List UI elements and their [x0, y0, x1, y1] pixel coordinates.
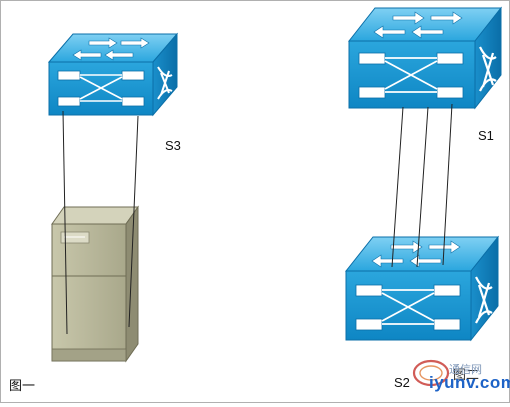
link-s1-s2-1	[391, 106, 404, 268]
link-s1-s2-3	[442, 103, 453, 266]
switch-s1	[347, 6, 503, 110]
watermark-en: iyunv.com	[429, 373, 510, 392]
switch-s2	[344, 235, 500, 342]
links	[62, 103, 453, 335]
label-figure-2: 图二	[453, 368, 480, 383]
label-s3: S3	[165, 138, 181, 153]
link-s1-s2-2	[416, 106, 429, 268]
server-tower	[51, 205, 139, 363]
link-s3-server-2	[128, 115, 139, 328]
link-s3-server-1	[62, 110, 68, 335]
label-s2: S2	[394, 375, 410, 390]
switch-s3	[47, 32, 179, 117]
watermark: 通信网 iyunv.com	[411, 357, 510, 401]
label-s1: S1	[478, 128, 494, 143]
watermark-logo-icon	[412, 359, 450, 387]
watermark-cn: 通信网	[449, 363, 482, 376]
label-figure-1: 图一	[9, 379, 36, 394]
